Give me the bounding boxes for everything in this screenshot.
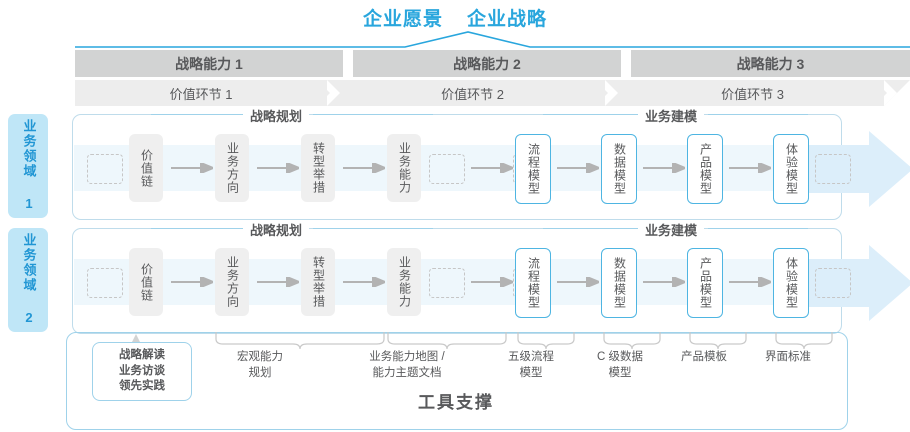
domain-1-arrow-7-icon [729,163,771,173]
domain-2-node-1-label: 价值链 [139,262,154,302]
sidebar-item-domain-2[interactable]: 业务领域 2 [8,228,48,332]
domain-1-node-7[interactable]: 产品模型 [687,134,723,204]
enterprise-vision-title: 企业愿景 [362,8,443,30]
domain-2-arrow-5-icon [557,277,599,287]
domain-row-1: 战略规划 业务建模 价值链 业务方向 转型举措 业务能力 流程模型 数据模型 产… [72,106,910,220]
domain-2-arrow-6-icon [643,277,685,287]
domain-2-node-2[interactable]: 业务方向 [215,248,249,316]
domain-2-node-1[interactable]: 价值链 [129,248,163,316]
footer-label-2: 宏观能力 规划 [237,351,283,379]
value-link-background [75,80,910,106]
domain-1-arrow-5-icon [557,163,599,173]
value-link-row: 价值环节 1 价值环节 2 价值环节 3 [75,80,910,106]
domain-1-node-4-label: 业务能力 [397,142,412,194]
footer-label-1: 战略解读 业务访谈 领先实践 [92,342,192,401]
domain-1-arrow-2-icon [257,163,299,173]
sidebar-item-domain-1-label: 业务领域 1 [21,119,37,213]
domain-row-2: 战略规划 业务建模 价值链 业务方向 转型举措 业务能力 流程模型 数据模型 产… [72,220,910,334]
value-link-1[interactable]: 价值环节 1 [169,86,233,102]
domain-2-placeholder-mid-1 [429,268,465,298]
domain-2-arrow-2-icon [257,277,299,287]
footer-label-3: 业务能力地图 / 能力主题文档 [369,351,445,379]
peak-connector [75,30,910,52]
domain-1-node-6-label: 数据模型 [612,143,627,195]
domain-2-section-2-line-left [543,228,638,229]
domain-2-node-3-label: 转型举措 [311,256,326,308]
domain-2-section-1-line-right [313,228,433,229]
domain-2-node-3[interactable]: 转型举措 [301,248,335,316]
sidebar-item-domain-1[interactable]: 业务领域 1 [8,114,48,218]
domain-2-arrow-1-icon [171,277,213,287]
value-link-2[interactable]: 价值环节 2 [441,86,504,102]
domain-2-section-2-line-right [708,228,808,229]
domain-2-node-8[interactable]: 体验模型 [773,248,809,318]
capability-bar-1[interactable]: 战略能力 1 [75,50,343,77]
domain-1-node-8[interactable]: 体验模型 [773,134,809,204]
footer-label-4: 五级流程 模型 [508,351,554,379]
peak-connector-icon [75,31,910,48]
domain-2-arrow-7-icon [729,277,771,287]
value-link-chevron-1-icon [327,80,340,106]
domain-1-node-2-label: 业务方向 [225,142,240,194]
domain-2-node-4[interactable]: 业务能力 [387,248,421,316]
tool-support-container [66,332,848,430]
domain-1-node-3-label: 转型举措 [311,142,326,194]
capability-bar-3[interactable]: 战略能力 3 [631,50,910,77]
footer-label-6: 产品模板 [681,351,727,363]
domain-1-placeholder-start [87,154,123,184]
domain-2-node-5[interactable]: 流程模型 [515,248,551,318]
domain-1-node-8-label: 体验模型 [784,143,799,195]
domain-2-arrow-4-icon [471,277,513,287]
value-link-3[interactable]: 价值环节 3 [721,86,784,102]
domain-1-arrow-4-icon [471,163,513,173]
capability-bar-2[interactable]: 战略能力 2 [353,50,621,77]
domain-1-node-4[interactable]: 业务能力 [387,134,421,202]
domain-1-section-1-line-left [151,114,243,115]
domain-2-node-5-label: 流程模型 [526,257,541,309]
domain-2-node-6[interactable]: 数据模型 [601,248,637,318]
domain-1-node-1[interactable]: 价值链 [129,134,163,202]
domain-1-section-1-line-right [313,114,433,115]
capability-bar-row: 战略能力 1 战略能力 2 战略能力 3 [75,50,910,77]
domain-1-placeholder-mid-1 [429,154,465,184]
domain-2-placeholder-end [815,268,851,298]
domain-2-node-4-label: 业务能力 [397,256,412,308]
domain-1-section-1-title: 战略规划 [243,106,310,125]
tool-support-title: 工具支撑 [418,393,494,412]
domain-1-node-5-label: 流程模型 [526,143,541,195]
domain-1-arrow-6-icon [643,163,685,173]
domain-2-section-1-title: 战略规划 [243,220,310,239]
domain-1-node-5[interactable]: 流程模型 [515,134,551,204]
domain-1-arrow-1-icon [171,163,213,173]
domain-2-node-7[interactable]: 产品模型 [687,248,723,318]
domain-2-arrow-3-icon [343,277,385,287]
vision-strategy-header: 企业愿景 企业战略 [0,4,910,30]
domain-2-node-7-label: 产品模型 [698,257,713,309]
domain-2-section-1-line-left [151,228,243,229]
value-link-chevron-2-icon [605,80,618,106]
domain-1-section-2-line-left [543,114,638,115]
domain-1-node-6[interactable]: 数据模型 [601,134,637,204]
domain-2-node-8-label: 体验模型 [784,257,799,309]
domain-1-placeholder-end [815,154,851,184]
domain-1-node-1-label: 价值链 [139,148,154,188]
domain-2-node-2-label: 业务方向 [225,256,240,308]
domain-1-node-2[interactable]: 业务方向 [215,134,249,202]
domain-1-section-2-line-right [708,114,808,115]
enterprise-strategy-title: 企业战略 [467,8,548,30]
domain-2-section-2-title: 业务建模 [638,220,705,239]
domain-1-node-3[interactable]: 转型举措 [301,134,335,202]
domain-1-node-7-label: 产品模型 [698,143,713,195]
domain-1-arrow-3-icon [343,163,385,173]
value-link-chevron-3-icon [884,80,910,106]
domain-2-placeholder-start [87,268,123,298]
domain-1-section-2-title: 业务建模 [638,106,705,125]
footer-label-7: 界面标准 [765,351,811,363]
domain-2-node-6-label: 数据模型 [612,257,627,309]
sidebar-item-domain-2-label: 业务领域 2 [21,233,37,327]
footer-label-5: C 级数据 模型 [597,351,643,379]
